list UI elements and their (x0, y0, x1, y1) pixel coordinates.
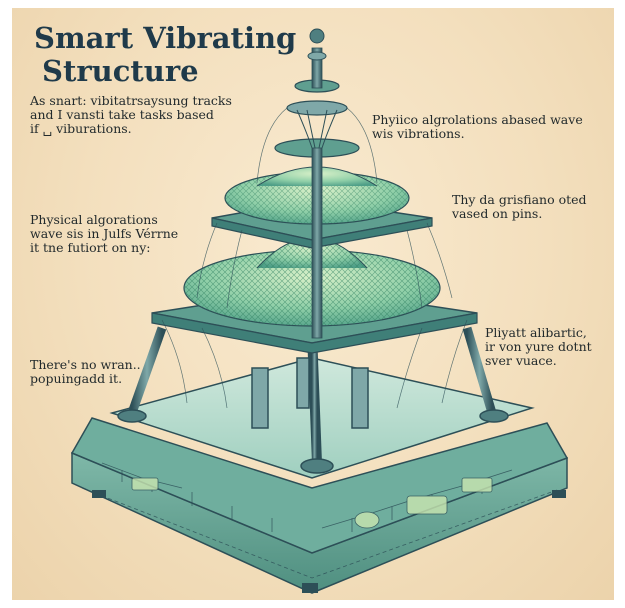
annotation-top-right: Phyiico algrolations abased wave wis vib… (372, 113, 583, 141)
central-shaft (312, 148, 322, 338)
annotation-middle-left: Physical algorations wave sis in Julfs V… (30, 213, 178, 255)
annotation-top-left: As snart: vibitatrsaysung tracks and I v… (30, 94, 232, 136)
annotation-lower-right: Pliyatt alibartic, ir von yure dotnt sve… (485, 326, 592, 368)
annotation-lower-left: There's no wran.. popuingadd it. (30, 358, 141, 386)
title-line-2: Structure (34, 57, 296, 86)
parchment-poster: Smart Vibrating Structure As snart: vibi… (12, 8, 614, 600)
annotation-middle-right: Thy da grisfiano oted vased on pins. (452, 193, 587, 221)
page-title: Smart Vibrating Structure (34, 24, 296, 86)
base-platform (72, 358, 567, 593)
title-line-1: Smart Vibrating (34, 24, 296, 53)
